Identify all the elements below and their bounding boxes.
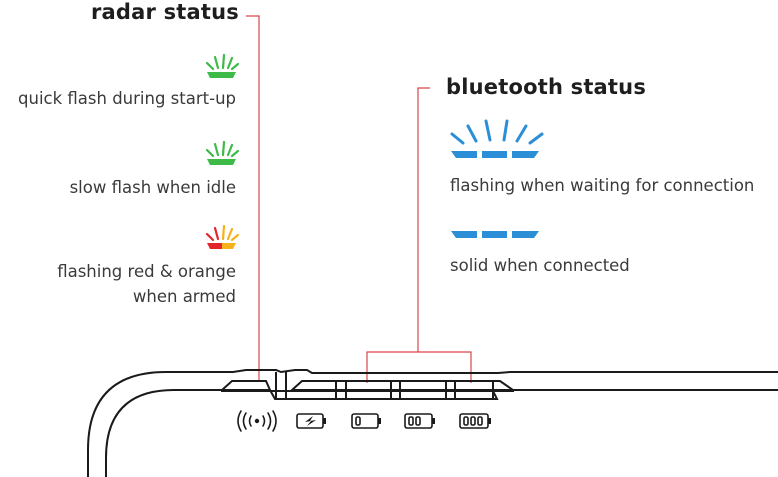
radar-leader-line: [246, 15, 260, 380]
radar-signal-icon: [237, 410, 277, 432]
radar-startup-label: quick flash during start-up: [18, 89, 236, 108]
battery-one-bar-icon: [351, 413, 381, 429]
radar-armed-label-line2: when armed: [132, 287, 236, 306]
radar-status-title: radar status: [91, 0, 239, 24]
red-orange-led-icon: [205, 224, 240, 249]
bluetooth-connected-label: solid when connected: [450, 256, 630, 275]
bluetooth-status-title: bluetooth status: [446, 75, 647, 99]
blue-led-flashing-icon: [450, 119, 544, 158]
bluetooth-waiting-label: flashing when waiting for connection: [450, 176, 755, 195]
green-led-slow-icon: [205, 140, 240, 165]
battery-two-bars-icon: [404, 413, 435, 429]
radar-idle-label: slow flash when idle: [69, 178, 236, 197]
device-body: [87, 369, 778, 477]
radar-armed-label-line1: flashing red & orange: [57, 262, 236, 281]
bluetooth-leader-line: [366, 87, 472, 383]
battery-three-bars-icon: [459, 413, 491, 429]
blue-led-solid-icon: [451, 231, 539, 238]
battery-charging-icon: [296, 413, 326, 429]
green-led-flash-icon: [205, 53, 240, 78]
